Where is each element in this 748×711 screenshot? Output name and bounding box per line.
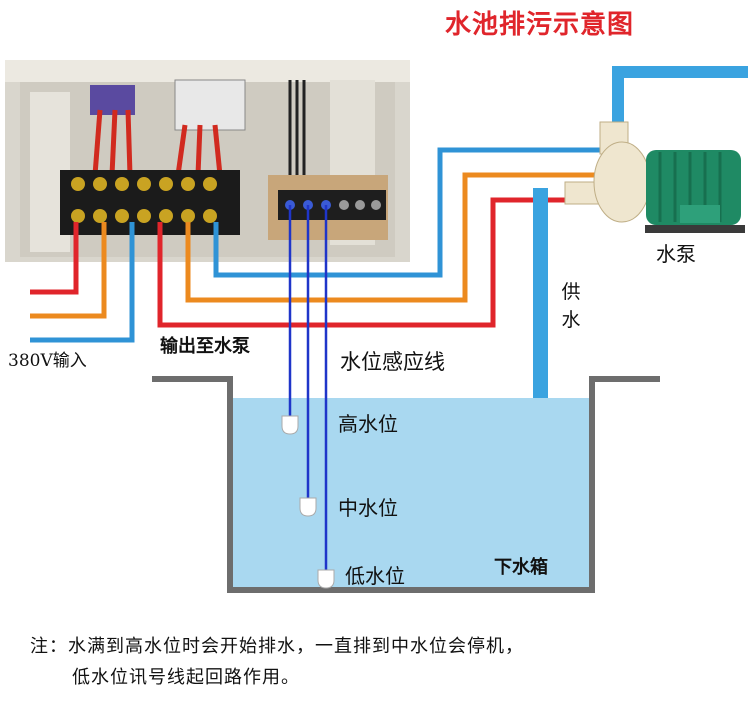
low-level-label: 低水位	[345, 564, 405, 588]
note-line-2: 低水位讯号线起回路作用。	[72, 667, 300, 688]
level-sensor-wire-label: 水位感应线	[340, 350, 445, 374]
probe-low-icon	[317, 569, 335, 589]
probe-mid-icon	[299, 497, 317, 517]
input-wires	[30, 222, 135, 343]
note-line-1: 注：水满到高水位时会开始排水，一直排到中水位会停机，	[30, 636, 524, 657]
sensor-wires	[288, 205, 328, 572]
pump-icon	[564, 121, 745, 233]
power-input-label: 380V输入	[8, 351, 87, 371]
output-to-pump-label: 输出至水泵	[160, 336, 250, 357]
diagram-title: 水池排污示意图	[445, 10, 635, 40]
water-supply-label: 供水	[561, 281, 581, 331]
lower-tank-label: 下水箱	[494, 557, 548, 578]
control-box	[5, 60, 410, 262]
high-level-label: 高水位	[338, 412, 398, 436]
pump-label: 水泵	[656, 242, 696, 266]
output-wires	[157, 147, 600, 328]
probe-high-icon	[281, 415, 299, 435]
tank	[152, 376, 660, 593]
mid-level-label: 中水位	[338, 496, 398, 520]
